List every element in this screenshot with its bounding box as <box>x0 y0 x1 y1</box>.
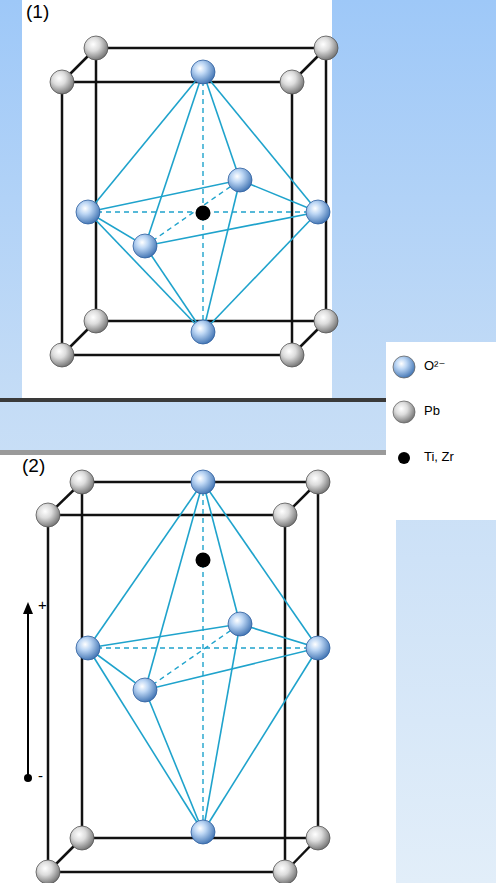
octahedron-edge <box>203 72 240 180</box>
oxygen-ion <box>191 470 215 494</box>
pb-ion <box>306 470 330 494</box>
octahedron-edge <box>203 482 318 648</box>
panel-number: (1) <box>26 2 49 23</box>
pb-ion <box>50 343 74 367</box>
octahedron-edge <box>203 482 240 624</box>
octahedron-edge <box>88 72 203 212</box>
oxygen-ion <box>133 234 157 258</box>
slide-rule <box>0 450 396 455</box>
oxygen-ion <box>306 636 330 660</box>
oxygen-ion <box>228 168 252 192</box>
octahedron-edge <box>203 648 318 832</box>
polarity-sign: + <box>38 597 47 614</box>
oxygen-ion <box>191 820 215 844</box>
cube-edge <box>48 515 285 872</box>
pb-ion <box>70 826 94 850</box>
oxygen-ion <box>191 60 215 84</box>
octahedron-axis <box>88 647 318 648</box>
octahedron-edge <box>145 482 203 690</box>
pb-ion <box>84 309 108 333</box>
oxygen-ion <box>191 320 215 344</box>
octahedron-edge <box>145 72 203 246</box>
octahedron-edge <box>203 624 240 832</box>
perovskite-cell <box>50 36 338 367</box>
octahedron-edge <box>145 246 203 332</box>
panel-ground <box>0 452 396 883</box>
octahedron-axis <box>145 180 240 246</box>
octahedron-edge <box>203 212 318 332</box>
perovskite-cell <box>36 470 330 883</box>
legend-text: Ti, Zr <box>424 450 454 464</box>
cube-edge <box>62 82 292 355</box>
cube-edge <box>82 482 318 838</box>
pb-ion <box>273 860 297 883</box>
octahedron-axis <box>145 624 240 690</box>
octahedron-edge <box>88 648 203 832</box>
pb-ion <box>36 860 60 883</box>
legend-panel <box>386 342 496 520</box>
pb-ion <box>306 826 330 850</box>
pb-ion <box>50 70 74 94</box>
polarity-sign: - <box>38 768 43 785</box>
panel-number: (2) <box>22 456 45 477</box>
pb-ion <box>84 36 108 60</box>
pb-ion <box>36 503 60 527</box>
pb-ion <box>70 470 94 494</box>
polarity-arrow <box>23 602 33 782</box>
ti-zr-ion <box>196 206 211 221</box>
legend-sample <box>398 452 410 464</box>
legend-text: O²⁻ <box>424 359 445 373</box>
panel-ground <box>22 0 332 402</box>
octahedron-axis <box>202 482 203 832</box>
oxygen-ion <box>133 678 157 702</box>
octahedron-axis <box>202 72 203 332</box>
octahedron-edge <box>203 180 240 332</box>
oxygen-ion <box>76 200 100 224</box>
oxygen-ion <box>306 200 330 224</box>
legend-text: Pb <box>424 404 440 418</box>
slide-rule <box>380 398 386 402</box>
pb-ion <box>314 36 338 60</box>
oxygen-ion <box>76 636 100 660</box>
legend-sample <box>393 401 415 423</box>
oxygen-ion <box>228 612 252 636</box>
octahedron-edge <box>203 72 318 212</box>
pb-ion <box>273 503 297 527</box>
legend-sample <box>393 356 415 378</box>
octahedron-edge <box>145 690 203 832</box>
octahedron-edge <box>88 482 203 648</box>
pb-ion <box>280 343 304 367</box>
pb-ion <box>314 309 338 333</box>
ti-zr-ion <box>196 553 211 568</box>
slide-rule <box>0 398 380 402</box>
pb-ion <box>280 70 304 94</box>
